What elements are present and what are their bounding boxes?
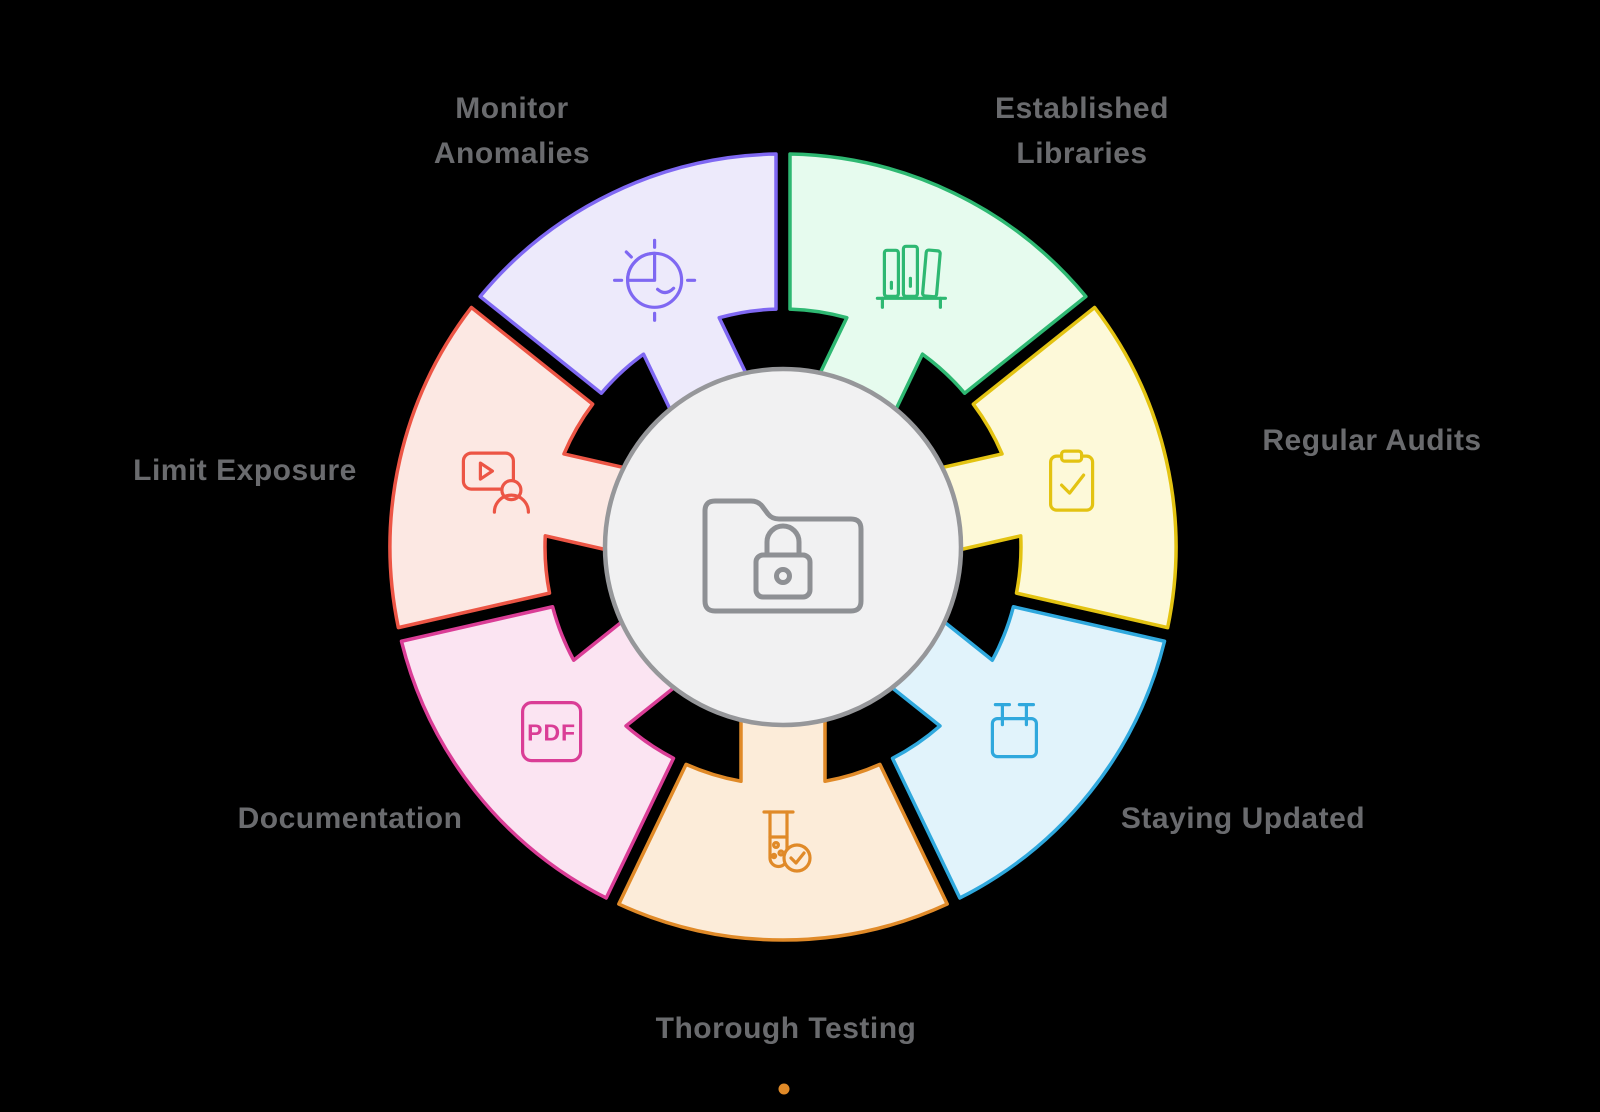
- segment-ring: [388, 152, 1178, 942]
- label-regular-audits: Regular Audits: [1262, 424, 1482, 457]
- segment-regular-audits: [936, 305, 1178, 630]
- label-monitor-anomalies: Monitor Anomalies: [433, 92, 591, 170]
- label-staying-updated: Staying Updated: [1120, 802, 1366, 835]
- video-person-icon: [461, 451, 530, 514]
- label-limit-exposure: Limit Exposure: [133, 454, 357, 487]
- pdf-file-icon: PDF: [520, 700, 583, 763]
- pdf-icon-text: PDF: [527, 720, 576, 746]
- label-established-libraries: Established Libraries: [995, 92, 1169, 170]
- segment-staying-updated: [887, 605, 1167, 900]
- books-shelf-icon: [875, 244, 948, 309]
- decoration-dot: [778, 1083, 790, 1095]
- test-tube-check-icon: [762, 810, 812, 873]
- gauge-icon: [612, 238, 697, 322]
- segment-limit-exposure: [388, 305, 630, 630]
- label-thorough-testing: Thorough Testing: [655, 1012, 917, 1045]
- folder-lock-icon: [702, 498, 864, 614]
- calendar-icon: [990, 702, 1039, 759]
- segment-thorough-testing: [617, 714, 949, 942]
- clipboard-check-icon: [1048, 449, 1095, 512]
- label-documentation: Documentation: [237, 802, 463, 835]
- center-badge: [602, 366, 964, 728]
- segment-documentation: [399, 605, 679, 900]
- center-circle: [602, 366, 964, 728]
